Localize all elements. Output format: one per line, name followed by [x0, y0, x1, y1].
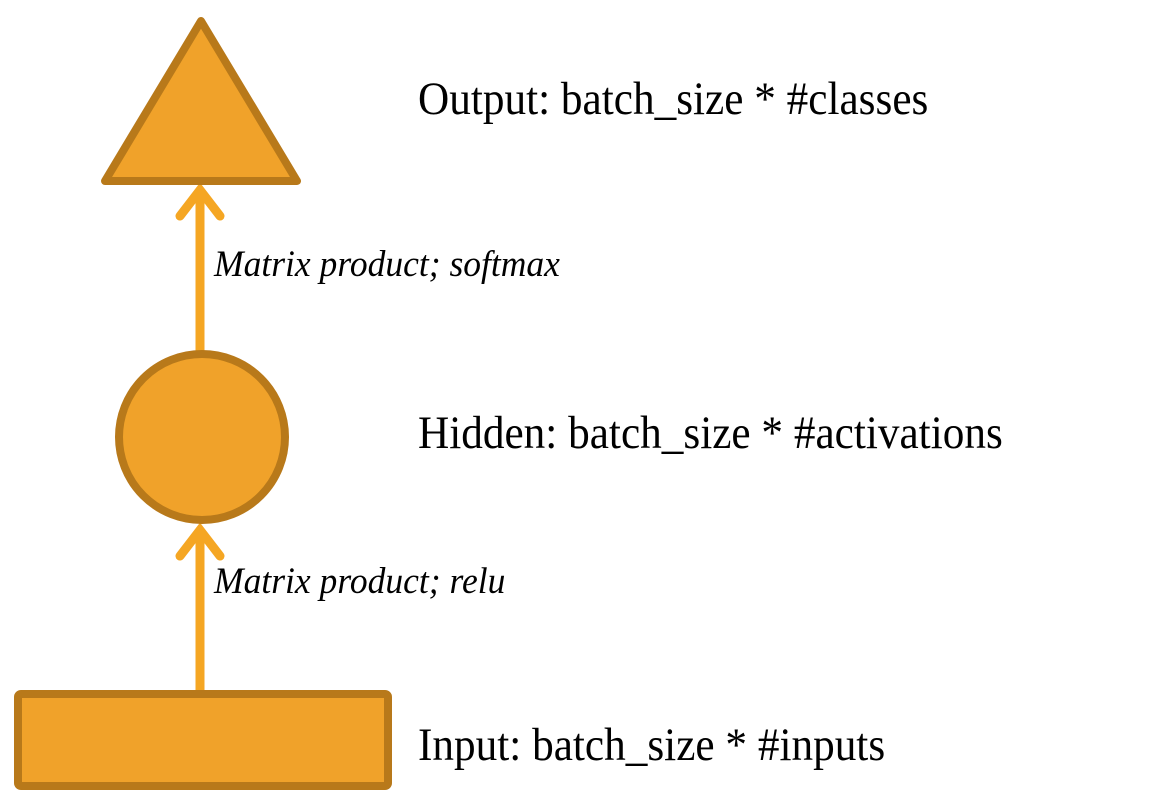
- node-hidden-circle[interactable]: [115, 350, 289, 524]
- arrow-head-icon: [175, 182, 225, 221]
- node-input-label: Input: batch_size * #inputs: [418, 719, 886, 771]
- node-hidden-label: Hidden: batch_size * #activations: [418, 407, 1003, 459]
- node-output-label: Output: batch_size * #classes: [418, 73, 929, 125]
- edge-input-to-hidden-label: Matrix product; relu: [214, 561, 506, 602]
- arrow-head-icon: [175, 522, 225, 561]
- edge-hidden-to-output-arrow: [175, 182, 225, 352]
- edge-input-to-hidden-arrow: [175, 522, 225, 690]
- edge-hidden-to-output-label: Matrix product; softmax: [214, 244, 560, 285]
- node-output-triangle[interactable]: [101, 17, 301, 185]
- node-input-rectangle[interactable]: [14, 690, 392, 790]
